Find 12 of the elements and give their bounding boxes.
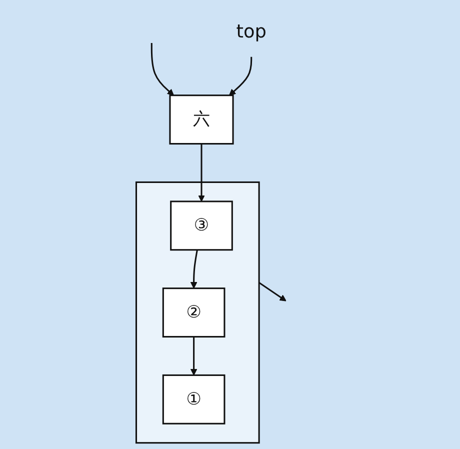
- arrow: [198, 144, 205, 202]
- arrow: [228, 56, 252, 96]
- node-box: 六: [168, 94, 234, 145]
- node-text: top: [236, 20, 266, 42]
- arrow: [190, 250, 198, 289]
- node-box: ③: [170, 200, 233, 251]
- arrow: [190, 336, 197, 376]
- cluster: [135, 181, 260, 444]
- arrow: [150, 43, 174, 96]
- node-box: ①: [162, 374, 225, 424]
- node-box: ②: [162, 288, 225, 338]
- arrow: [258, 282, 286, 302]
